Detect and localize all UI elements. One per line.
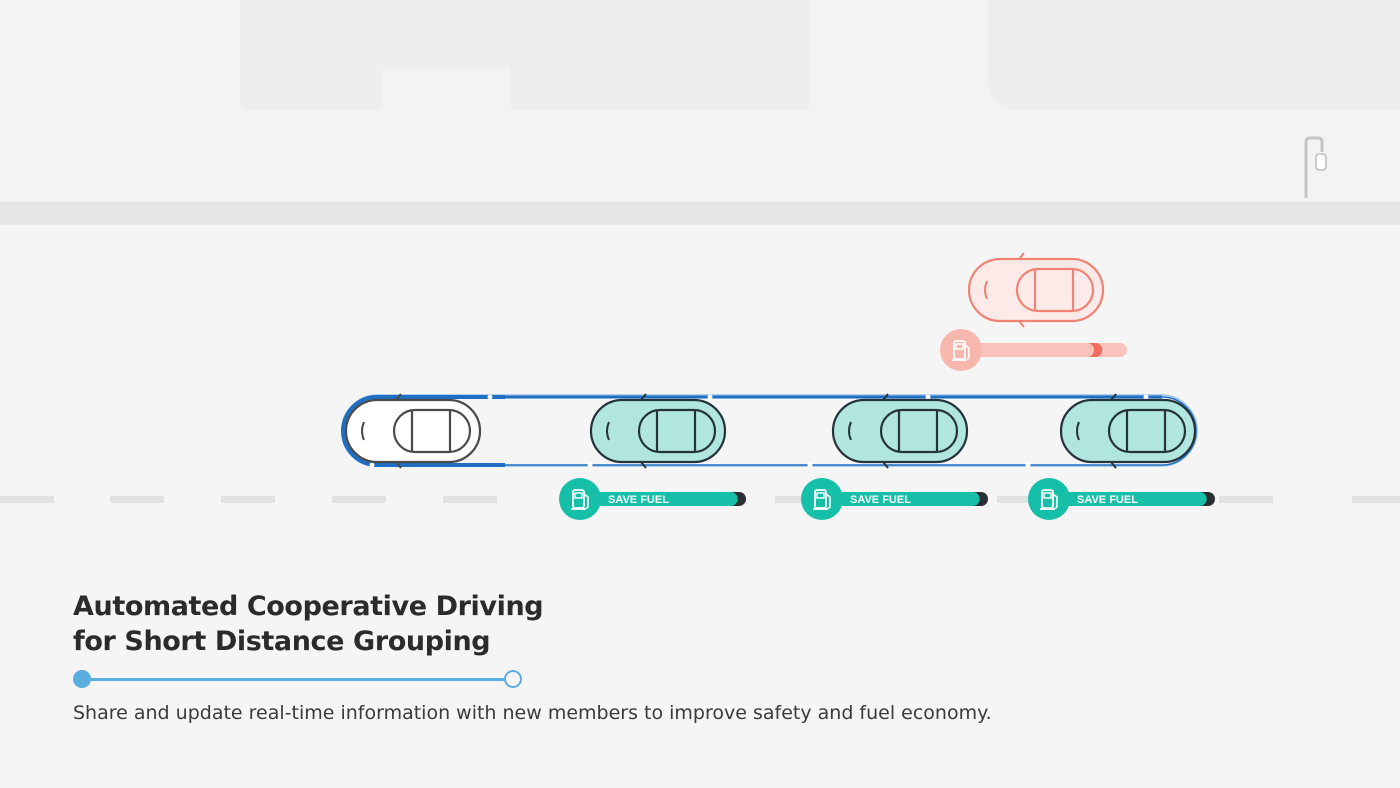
fuel-pump-icon [801, 478, 843, 520]
fuel-pump-icon [1028, 478, 1070, 520]
building-right [988, 0, 1400, 110]
new-member-car-icon [967, 251, 1105, 329]
new-member-fuel-indicator [940, 329, 1127, 371]
building-left [240, 0, 810, 110]
save-fuel-label: SAVE FUEL [850, 494, 911, 506]
fuel-pump-icon [940, 329, 982, 371]
curb [0, 202, 1400, 225]
page-title: Automated Cooperative Driving for Short … [73, 589, 593, 659]
progress-start-dot [73, 670, 91, 688]
progress-end-dot [504, 670, 522, 688]
street-lamp-icon [1304, 136, 1327, 198]
fuel-pump-icon [559, 478, 601, 520]
save-fuel-label: SAVE FUEL [1077, 494, 1138, 506]
save-fuel-badge: SAVE FUEL [1028, 478, 1215, 520]
follower-car-3-icon [1059, 392, 1197, 470]
save-fuel-badge: SAVE FUEL [801, 478, 988, 520]
follower-car-2-icon [831, 392, 969, 470]
save-fuel-badge: SAVE FUEL [559, 478, 746, 520]
lead-car-icon [344, 392, 482, 470]
save-fuel-label: SAVE FUEL [608, 494, 669, 506]
title-line-2: for Short Distance Grouping [73, 626, 491, 657]
title-line-1: Automated Cooperative Driving [73, 591, 544, 622]
follower-car-1-icon [589, 392, 727, 470]
description-text: Share and update real-time information w… [73, 702, 992, 724]
progress-line [82, 678, 514, 681]
